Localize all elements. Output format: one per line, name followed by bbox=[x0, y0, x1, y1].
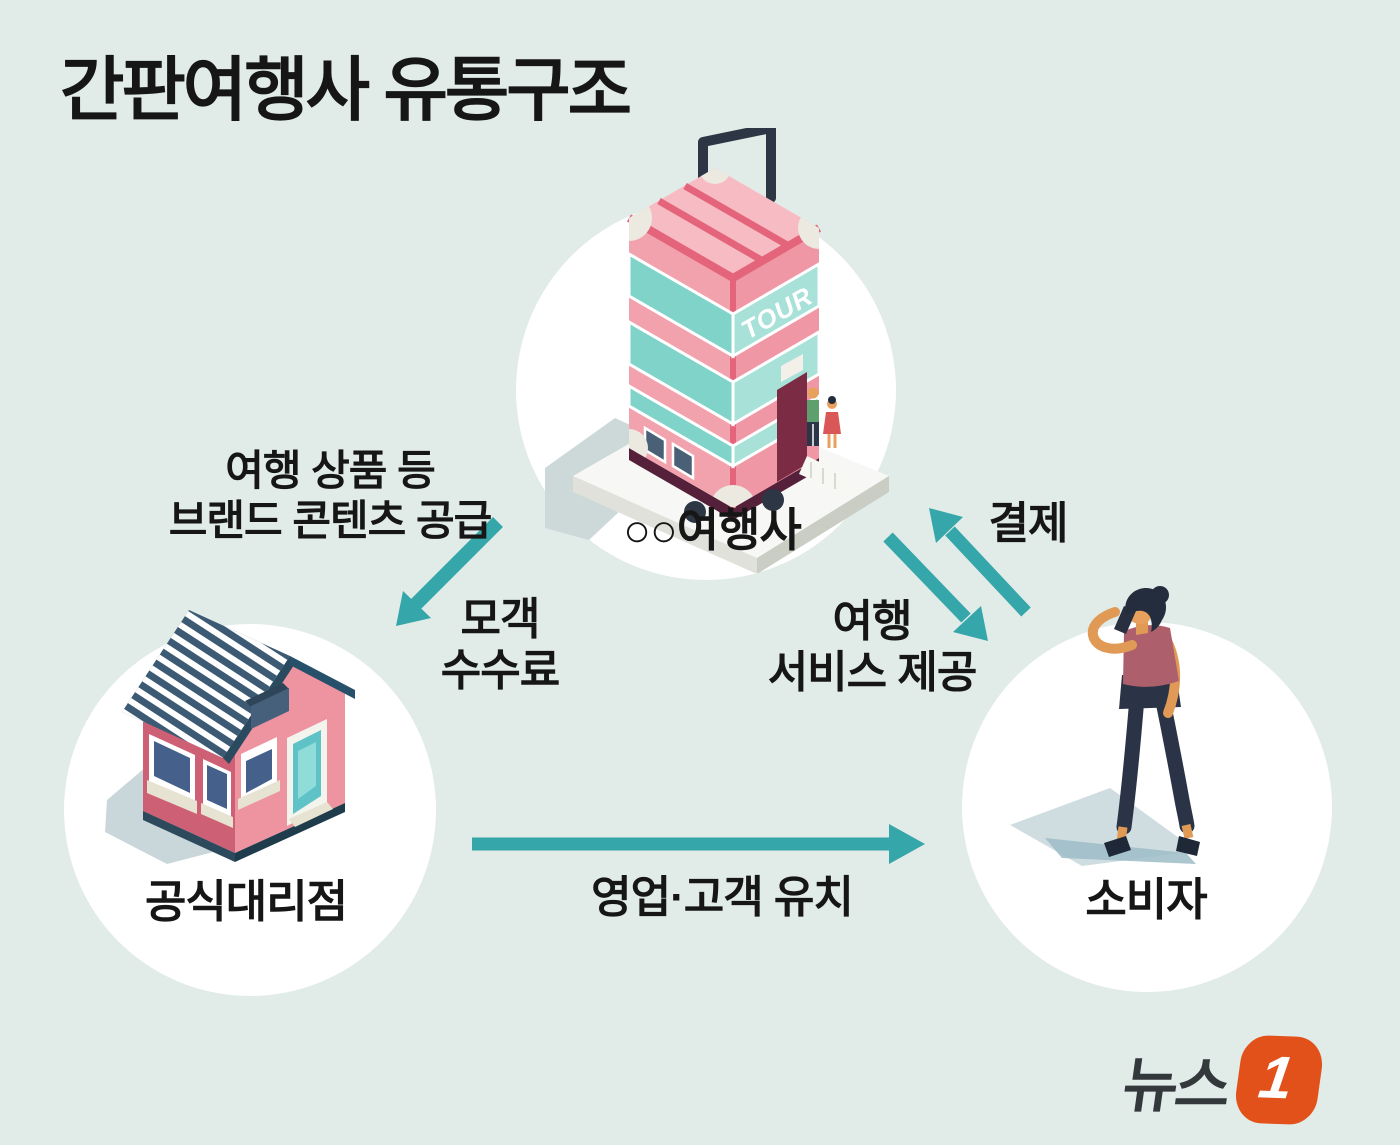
sales-arrow-icon bbox=[472, 824, 925, 864]
dealer-label: 공식대리점 bbox=[144, 876, 348, 927]
service-label: 여행 서비스 제공 bbox=[767, 596, 978, 698]
people-icon bbox=[807, 387, 841, 448]
logo-badge-number: 1 bbox=[1255, 1042, 1299, 1111]
sales-label: 영업·고객 유치 bbox=[591, 873, 854, 922]
payment-label: 결제 bbox=[988, 499, 1069, 548]
suitcase-building-icon: TOUR bbox=[545, 128, 889, 573]
supply-label-line2: 브랜드 콘텐츠 공급 bbox=[168, 497, 492, 545]
service-label-line2: 서비스 제공 bbox=[767, 648, 978, 698]
supply-label-line1: 여행 상품 등 bbox=[225, 447, 436, 494]
woman-on-phone-icon bbox=[1010, 586, 1200, 866]
consumer-label: 소비자 bbox=[1085, 874, 1207, 925]
service-label-line1: 여행 bbox=[832, 597, 913, 646]
page-title: 간판여행사 유통구조 bbox=[60, 51, 632, 129]
commission-label-line1: 모객 bbox=[460, 595, 541, 644]
supply-label: 여행 상품 등 브랜드 콘텐츠 공급 bbox=[168, 446, 492, 547]
news1-logo: 뉴스 1 bbox=[1119, 1034, 1327, 1126]
commission-label-line2: 수수료 bbox=[440, 646, 560, 696]
logo-wordmark: 뉴스 bbox=[1118, 1051, 1233, 1119]
logo-badge: 1 bbox=[1232, 1034, 1327, 1126]
commission-label: 모객 수수료 bbox=[440, 594, 560, 696]
storefront-house-icon bbox=[105, 610, 355, 864]
agency-label: ○○여행사 bbox=[623, 504, 802, 556]
